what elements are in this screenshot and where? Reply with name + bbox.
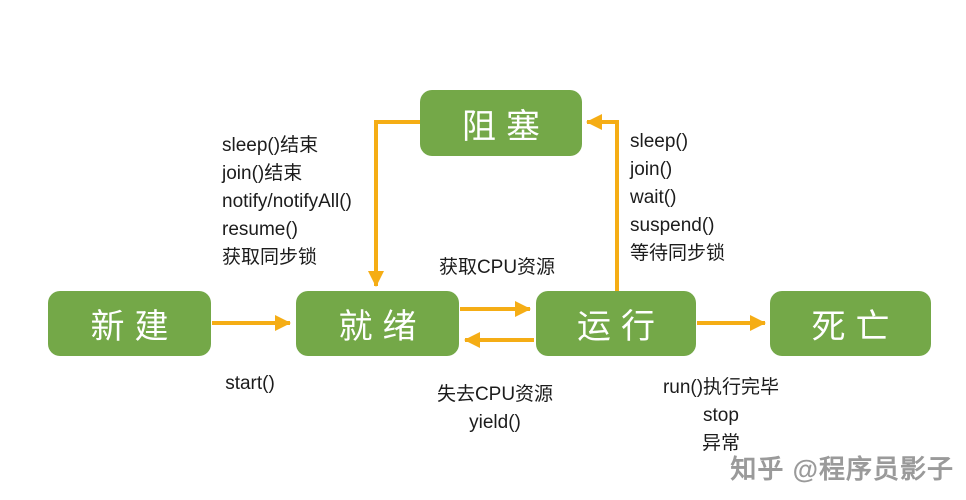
edge-label-running-to-ready: 失去CPU资源 yield() (436, 384, 554, 433)
state-node-ready: 就绪 (296, 291, 459, 356)
state-node-running: 运行 (536, 291, 696, 356)
edge-label-new-to-ready: start() (225, 373, 275, 394)
arrow-running-to-blocked (586, 114, 619, 291)
edge-label-blocked-to-ready: sleep()结束 join()结束 notify/notifyAll() re… (222, 135, 352, 268)
zhihu-watermark: 知乎 @程序员影子 (730, 454, 954, 484)
arrow-blocked-to-ready (368, 120, 420, 287)
edge-label-running-to-dead: run()执行完毕 stop 异常 (662, 377, 780, 454)
edge-label-running-to-blocked: sleep() join() wait() suspend() 等待同步锁 (630, 131, 726, 264)
state-node-new: 新建 (48, 291, 211, 356)
state-node-dead: 死亡 (770, 291, 931, 356)
state-node-blocked: 阻塞 (420, 90, 582, 156)
edge-label-ready-to-running: 获取CPU资源 (438, 257, 556, 278)
